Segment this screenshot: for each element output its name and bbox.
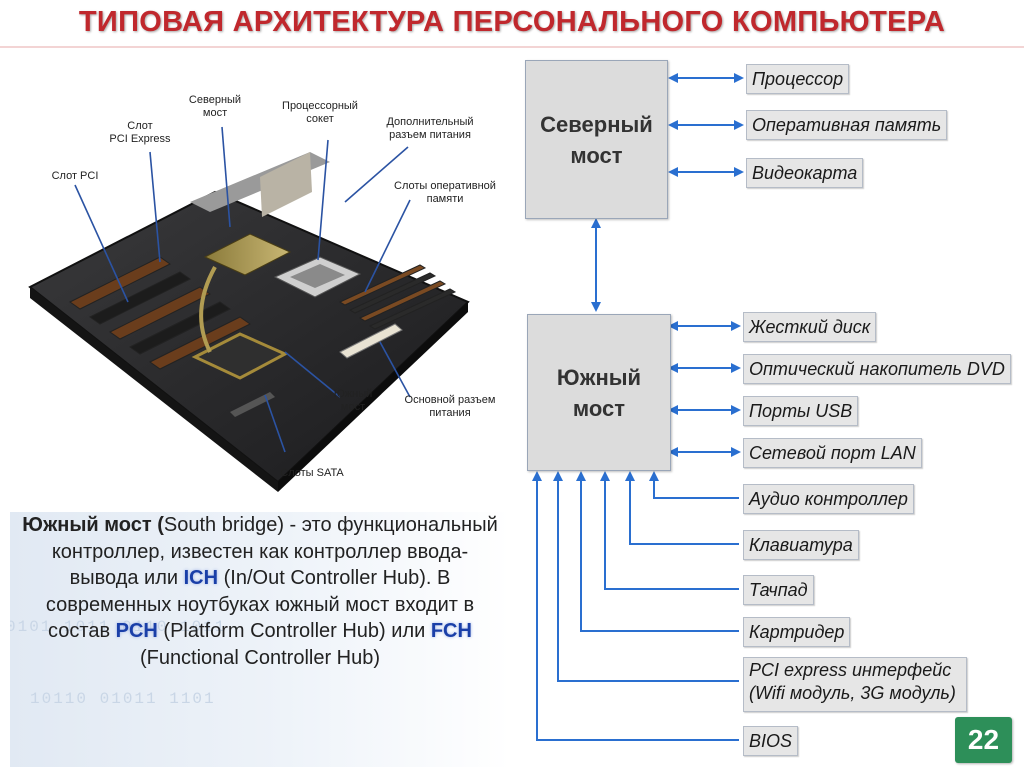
arrow-south-bottom-device-4 <box>553 471 739 682</box>
label-cpu-socket: Процессорный сокет <box>282 100 358 125</box>
abbr-ich: ICH <box>183 567 219 589</box>
label-northbridge: Северный мост <box>188 94 242 119</box>
device-pcie-interface: PCI express интерфейс (Wifi модуль, 3G м… <box>743 657 967 712</box>
description-term: Южный мост ( <box>22 514 164 536</box>
label-pci-slot: Слот PCI <box>51 170 99 182</box>
description-text: Южный мост (South bridge) - это функцион… <box>22 514 498 669</box>
device-cardreader: Картридер <box>743 617 851 647</box>
background-binary-decoration: 10110 01011 1101 <box>30 690 216 708</box>
title-underline <box>0 46 1024 48</box>
device-hdd: Жесткий диск <box>743 312 877 342</box>
device-touchpad: Тачпад <box>743 575 814 605</box>
north-bridge-box: Северный мост <box>525 60 668 219</box>
background-binary-decoration: 0101 1011 0110 1011 <box>10 618 227 636</box>
device-keyboard: Клавиатура <box>743 530 859 560</box>
arrow-south-bottom-device-0 <box>649 471 739 499</box>
description-panel: 0101 1011 0110 1011 10110 01011 1101 <box>10 512 510 767</box>
device-lan: Сетевой порт LAN <box>743 438 922 468</box>
label-extra-power: Дополнительный разъем питания <box>386 116 474 141</box>
device-audio: Аудио контроллер <box>743 484 914 514</box>
south-bridge-box: Южный мост <box>527 314 671 471</box>
device-usb: Порты USB <box>743 396 859 426</box>
label-sata-slots: Слоты SATA <box>280 467 344 479</box>
device-bios: BIOS <box>743 726 799 756</box>
label-ram-slots: Слоты оперативной памяти <box>394 180 496 205</box>
arrow-south-bottom-device-3 <box>576 471 739 632</box>
slide-title: ТИПОВАЯ АРХИТЕКТУРА ПЕРСОНАЛЬНОГО КОМПЬЮ… <box>78 6 946 38</box>
device-cpu: Процессор <box>746 64 850 94</box>
device-ram: Оперативная память <box>746 110 948 140</box>
page-number-badge: 22 <box>955 717 1012 763</box>
abbr-pch: PCH <box>115 620 158 642</box>
abbr-fch: FCH <box>430 620 472 642</box>
device-dvd: Оптический накопитель DVD <box>743 354 1011 384</box>
arrow-south-bottom-device-2 <box>600 471 739 590</box>
label-main-power: Основной разъем питания <box>404 394 496 419</box>
arrow-south-bottom-device-1 <box>625 471 739 545</box>
label-southbridge: Южный мост <box>333 388 373 413</box>
label-pcie-slot: Слот PCI Express <box>109 120 171 145</box>
arrow-south-bottom-device-5 <box>532 471 739 741</box>
motherboard-photo <box>28 126 470 492</box>
device-gpu: Видеокарта <box>746 158 864 188</box>
